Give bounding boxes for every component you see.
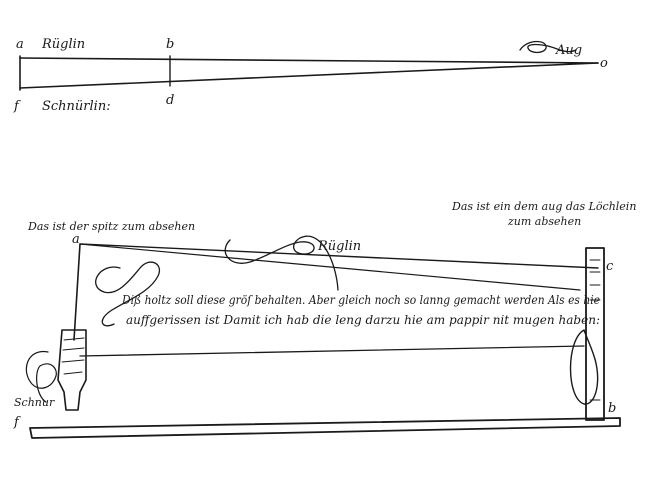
top-point-o: o	[600, 56, 608, 71]
base-board	[29, 417, 621, 439]
top-point-b: b	[166, 37, 174, 52]
bottom-label-rugline: Rüglin	[317, 239, 361, 254]
bottom-label-aug-line2: zum absehen	[507, 215, 581, 228]
right-upright-hatch	[589, 259, 601, 401]
bottom-label-spitz: Das ist der spitz zum absehen	[27, 220, 195, 233]
left-holder	[57, 329, 87, 411]
right-cord-loop	[569, 329, 599, 405]
bottom-text-line1: Diß holtz soll diese gröſ behalten. Aber…	[121, 292, 600, 307]
bottom-label-schnur: Schnur	[14, 396, 55, 409]
bottom-point-b: b	[608, 401, 616, 416]
bottom-label-aug-line1: Das ist ein dem aug das Löchlein	[451, 200, 636, 213]
top-lower-line	[19, 62, 599, 89]
top-label-aug: Aug	[555, 43, 582, 58]
top-point-a: a	[16, 37, 24, 52]
bottom-point-c: c	[606, 259, 614, 274]
left-holder-hatch	[61, 337, 85, 375]
top-point-d: d	[166, 93, 174, 108]
sight-line	[79, 243, 599, 269]
bottom-figure: Das ist der spitz zum absehen a Das ist …	[13, 200, 636, 439]
top-label-schnurlin: Schnürlin:	[42, 99, 111, 114]
bottom-point-f: f	[13, 415, 21, 430]
top-point-f: f	[13, 99, 21, 114]
board-upper-line	[79, 345, 585, 357]
right-upright	[585, 247, 605, 421]
left-staff	[73, 243, 81, 341]
top-aug-flourish	[519, 40, 577, 54]
text-flourish-left	[95, 261, 161, 327]
bottom-point-a: a	[72, 232, 80, 247]
left-cord-loop	[25, 351, 57, 403]
top-label-rugline: Rüglin	[41, 37, 85, 52]
rugline-flourish	[224, 235, 339, 291]
top-figure: a Rüglin b Aug o f Schnürlin: d	[13, 37, 608, 114]
top-upper-line	[19, 57, 599, 64]
bottom-text-line2: auffgerissen ist Damit ich hab die leng …	[126, 312, 600, 327]
cord-line	[79, 243, 581, 291]
